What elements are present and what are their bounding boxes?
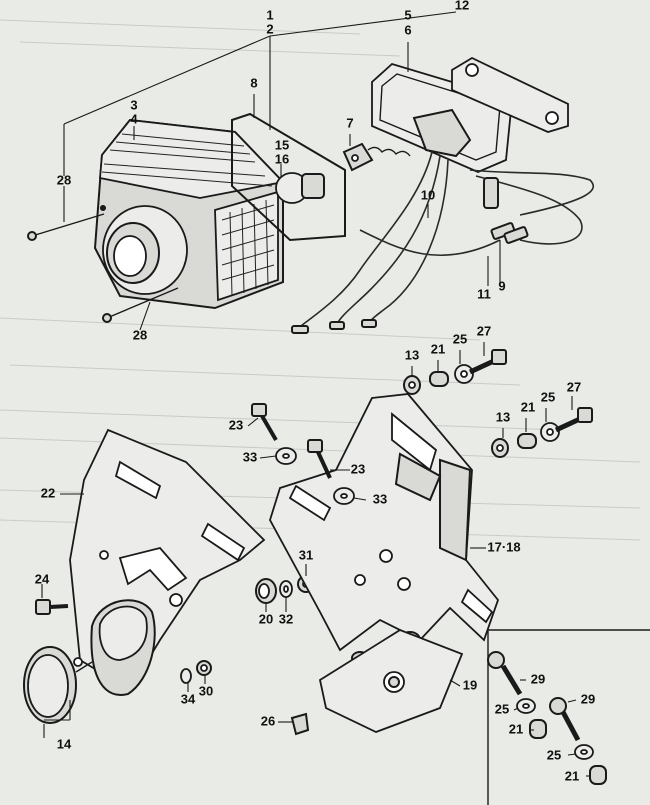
collar-20 (255, 578, 277, 604)
callout-1: 1 (266, 7, 273, 22)
callout-24: 24 (35, 571, 50, 586)
callout-25-lower: 25 (541, 389, 555, 404)
callout-25-inset-a: 25 (495, 701, 509, 716)
callout-21-inset-a: 21 (509, 721, 523, 736)
callout-30: 30 (199, 683, 213, 698)
callout-5: 5 (404, 7, 411, 22)
nut-30 (196, 660, 212, 676)
callout-22: 22 (41, 485, 55, 500)
callout-25-upper: 25 (453, 331, 467, 346)
callout-21-upper: 21 (431, 341, 445, 356)
callout-31: 31 (299, 547, 313, 562)
screw-28-upper (27, 213, 105, 241)
bolt-24 (35, 599, 69, 615)
callout-34: 34 (181, 691, 196, 706)
callout-2: 2 (266, 21, 273, 36)
callout-6: 6 (404, 22, 411, 37)
tail-light-housing (93, 118, 285, 310)
leader-lines (41, 11, 590, 777)
callout-labels: 1 2 3 4 5 6 12 8 7 15 16 28 10 11 9 28 1… (35, 0, 595, 783)
callout-33-upper: 33 (243, 449, 257, 464)
callout-21-lower: 21 (521, 399, 535, 414)
rear-light-stay (269, 393, 500, 665)
callout-13-upper: 13 (405, 347, 419, 362)
bolt-27-lower (554, 407, 593, 433)
callout-9: 9 (498, 278, 505, 293)
nut-13-lower (491, 438, 509, 458)
screw-28-lower (102, 287, 179, 323)
callout-25-inset-b: 25 (547, 747, 561, 762)
callout-29-a: 29 (531, 671, 545, 686)
collar-21-upper (429, 371, 449, 387)
callout-19: 19 (463, 677, 477, 692)
callout-33-lower: 33 (373, 491, 387, 506)
bolt-23-lower (307, 439, 332, 479)
callout-26: 26 (261, 713, 275, 728)
callout-23-upper: 23 (229, 417, 243, 432)
callout-10: 10 (421, 187, 435, 202)
callout-27-upper: 27 (477, 323, 491, 338)
washer-25-lower (540, 422, 560, 442)
inset-collar-21-b (589, 765, 607, 785)
tail-bulb (275, 172, 325, 204)
callout-12: 12 (455, 0, 469, 12)
callout-13-lower: 13 (496, 409, 510, 424)
callout-32: 32 (279, 611, 293, 626)
callout-21-inset-b: 21 (565, 768, 579, 783)
washer-32 (279, 580, 293, 598)
callout-28-upper: 28 (57, 172, 71, 187)
callout-4: 4 (130, 111, 138, 126)
license-plate-bracket (69, 428, 266, 696)
washer-25-upper (454, 364, 474, 384)
washer-34 (180, 668, 192, 684)
callout-17-18: 17·18 (487, 539, 520, 554)
bulb-socket (342, 142, 411, 172)
callout-16: 16 (275, 151, 289, 166)
collar-21-lower (517, 433, 537, 449)
callout-3: 3 (130, 97, 137, 112)
bolt-27-upper (468, 349, 507, 375)
callout-23-lower: 23 (351, 461, 365, 476)
inset-screw-29-b (549, 697, 581, 742)
lens-gasket (231, 112, 346, 242)
inset-screw-29-a (487, 651, 523, 696)
base-gasket-12 (451, 56, 569, 133)
callout-11: 11 (477, 286, 491, 301)
wire-harness (291, 151, 595, 334)
callout-29-b: 29 (581, 691, 595, 706)
washer-33-upper (275, 447, 297, 465)
cap-26 (290, 712, 310, 736)
callout-8: 8 (250, 75, 257, 90)
nut-13-upper (403, 375, 421, 395)
mount-plate-19 (318, 628, 464, 733)
callout-14: 14 (57, 736, 72, 751)
callout-20: 20 (259, 611, 273, 626)
callout-15: 15 (275, 137, 289, 152)
inset-collar-21-a (529, 719, 547, 739)
rear-reflector (23, 646, 93, 724)
callout-7: 7 (346, 115, 353, 130)
bolt-23-upper (251, 403, 278, 442)
inset-washer-25-b (574, 744, 594, 760)
callout-28-lower: 28 (133, 327, 147, 342)
inset-washer-25-a (516, 698, 536, 714)
washer-33-lower (333, 487, 355, 505)
callout-27-lower: 27 (567, 379, 581, 394)
